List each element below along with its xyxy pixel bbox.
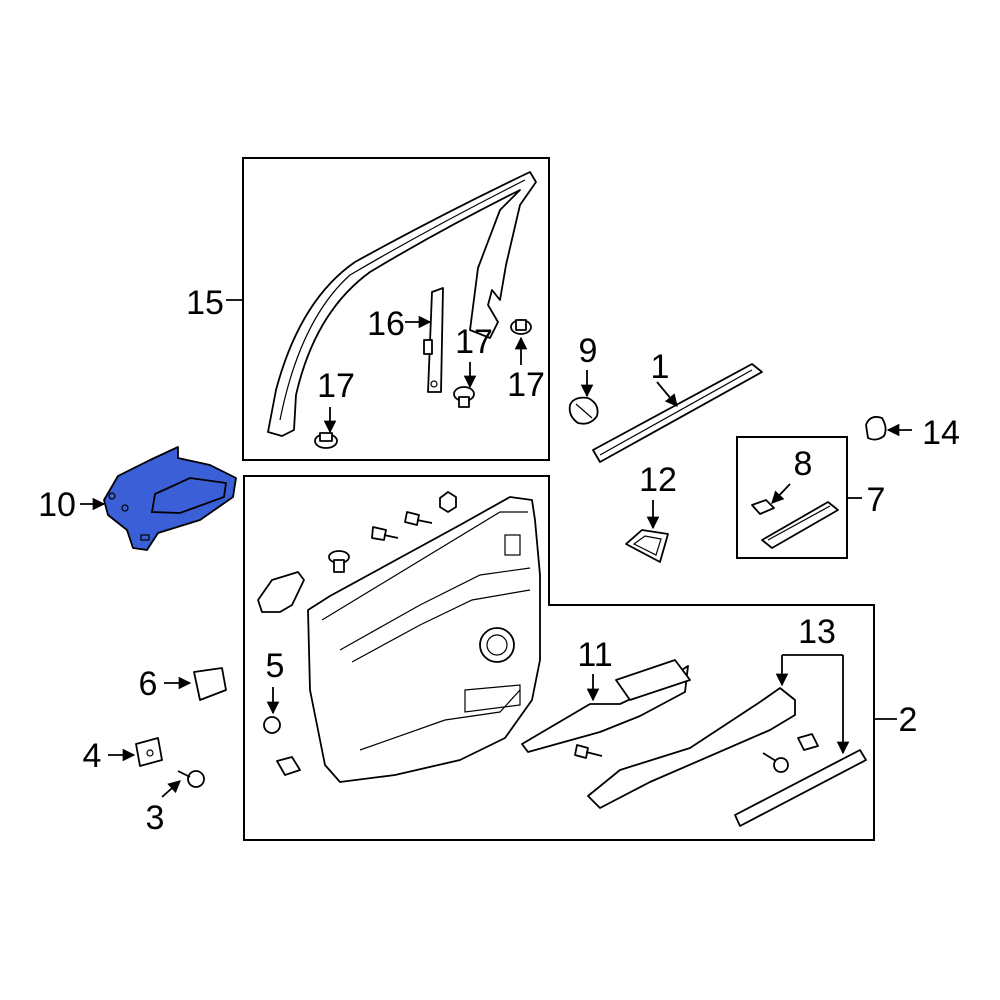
callout-14: 14 <box>922 414 960 452</box>
clip-trim[interactable] <box>797 733 819 751</box>
leader-lines <box>80 299 912 798</box>
callout-5: 5 <box>266 647 285 685</box>
callout-17-c: 17 <box>507 366 545 404</box>
callout-15: 15 <box>186 284 224 322</box>
callout-7: 7 <box>867 481 886 519</box>
frame-door-panel-group <box>243 475 875 841</box>
screw-armrest[interactable] <box>574 744 603 759</box>
callout-2: 2 <box>899 701 918 739</box>
callout-16: 16 <box>367 305 405 343</box>
clip-8[interactable] <box>751 499 775 515</box>
door-bracket[interactable] <box>257 571 305 613</box>
callout-11: 11 <box>577 636 612 674</box>
water-deflector-10[interactable] <box>103 446 237 551</box>
armrest-trim-13[interactable] <box>587 687 867 827</box>
cap-14[interactable] <box>865 416 887 441</box>
frame-window-trim-group <box>242 157 550 461</box>
clip-5[interactable] <box>263 716 281 734</box>
push-clip-17-b[interactable] <box>453 386 475 408</box>
screw-door-2[interactable] <box>404 511 433 526</box>
window-frame-molding[interactable] <box>267 171 537 437</box>
door-trim-panel[interactable] <box>307 496 541 783</box>
callout-10: 10 <box>38 486 76 524</box>
callout-8: 8 <box>794 445 813 483</box>
screw-door-1[interactable] <box>371 526 399 541</box>
callout-17-a: 17 <box>317 367 355 405</box>
belt-molding[interactable] <box>592 363 763 463</box>
callout-12: 12 <box>639 461 677 499</box>
callout-17-b: 17 <box>455 323 493 361</box>
callout-13: 13 <box>798 613 836 651</box>
switch-bezel-7[interactable] <box>761 501 839 549</box>
callout-4: 4 <box>83 737 102 775</box>
callout-9: 9 <box>579 332 598 370</box>
push-clip-17-a[interactable] <box>314 432 338 449</box>
bracket-4[interactable] <box>135 737 163 767</box>
trim-bracket-16[interactable] <box>423 287 444 393</box>
push-clip-17-c[interactable] <box>510 319 532 335</box>
callout-1: 1 <box>651 348 670 386</box>
retainer-clip-9[interactable] <box>568 396 599 425</box>
screw-trim[interactable] <box>762 752 789 773</box>
callout-6: 6 <box>139 665 158 703</box>
screw-3[interactable] <box>177 770 205 788</box>
callout-3: 3 <box>146 799 165 837</box>
handle-6[interactable] <box>193 667 227 701</box>
armrest-bracket-11[interactable] <box>521 659 691 753</box>
push-pin-door[interactable] <box>328 550 350 573</box>
nut-door[interactable] <box>439 491 457 513</box>
frame-switch-bezel-group <box>736 436 848 559</box>
clip-door-lower[interactable] <box>276 756 301 776</box>
handle-bezel-12[interactable] <box>625 529 669 563</box>
